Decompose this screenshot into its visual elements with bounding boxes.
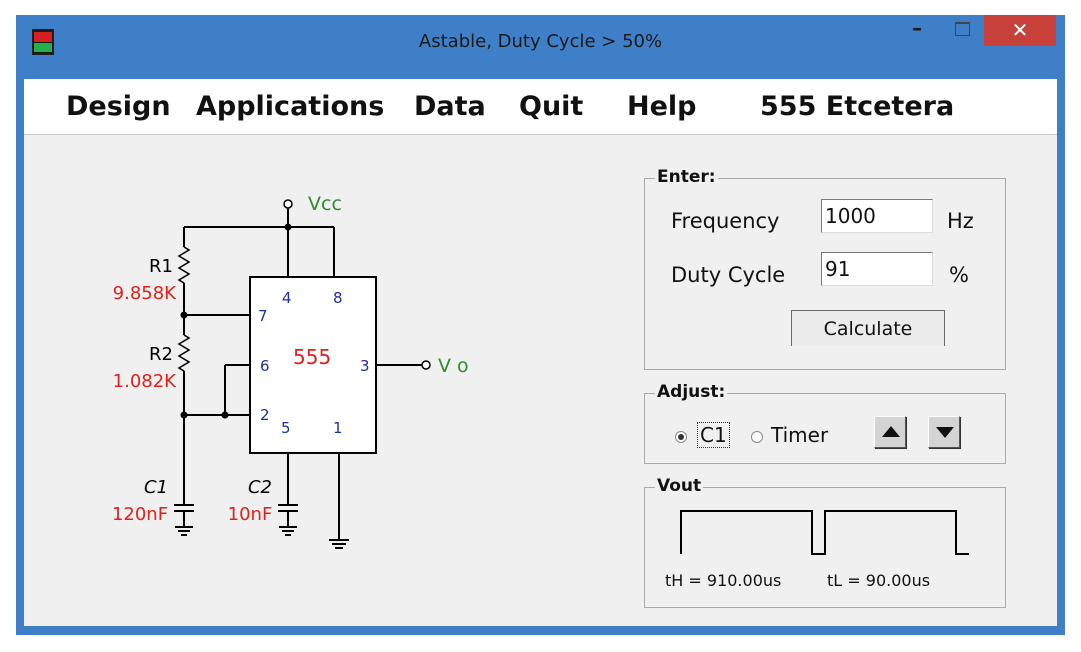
- adjust-group: Adjust: C1 Timer: [644, 382, 1006, 464]
- minimize-button[interactable]: –: [912, 16, 922, 40]
- duty-cycle-input[interactable]: [821, 252, 933, 286]
- up-arrow-icon: [882, 426, 900, 437]
- client-area: Vcc V o 555 4 8 7 6 2 3 5 1 R1 9.858K R2…: [24, 135, 1057, 626]
- maximize-button[interactable]: [942, 15, 982, 47]
- decrease-button[interactable]: [928, 416, 960, 448]
- frequency-unit: Hz: [947, 209, 974, 233]
- timer-radio-label[interactable]: Timer: [771, 423, 829, 447]
- menu-help[interactable]: Help: [627, 91, 697, 122]
- vo-terminal: [421, 360, 431, 370]
- adjust-group-title: Adjust:: [655, 382, 728, 402]
- menu-data[interactable]: Data: [414, 91, 486, 122]
- maximize-icon: [955, 22, 970, 36]
- title-bar[interactable]: Astable, Duty Cycle > 50% – ✕: [16, 15, 1065, 71]
- down-arrow-icon: [936, 427, 954, 438]
- enter-group-title: Enter:: [655, 167, 718, 187]
- th-value: tH = 910.00us: [665, 571, 781, 590]
- enter-group: Enter: Frequency Hz Duty Cycle %: [644, 167, 1006, 370]
- pin-7-label: 7: [258, 307, 268, 325]
- c1-value: 120nF: [112, 504, 168, 525]
- pin-8-label: 8: [333, 289, 343, 307]
- c2-value: 10nF: [228, 504, 273, 525]
- window-title: Astable, Duty Cycle > 50%: [418, 31, 663, 52]
- pin-1-label: 1: [333, 419, 343, 437]
- close-button[interactable]: ✕: [984, 15, 1056, 46]
- menu-brand: 555 Etcetera: [760, 91, 955, 122]
- duty-cycle-unit: %: [949, 263, 969, 287]
- menu-applications[interactable]: Applications: [196, 91, 385, 122]
- frequency-label: Frequency: [671, 209, 780, 233]
- c1-name: C1: [144, 477, 168, 498]
- app-window: Astable, Duty Cycle > 50% – ✕ Design App…: [16, 15, 1065, 635]
- vcc-label: Vcc: [308, 193, 342, 215]
- r1-value: 9.858K: [113, 283, 178, 304]
- increase-button[interactable]: [874, 416, 906, 448]
- chip-label: 555: [293, 345, 331, 369]
- c1-radio[interactable]: [675, 431, 687, 443]
- tl-value: tL = 90.00us: [827, 571, 930, 590]
- pin-6-label: 6: [260, 357, 270, 375]
- calculate-button[interactable]: Calculate: [791, 310, 945, 346]
- vout-group-title: Vout: [655, 476, 704, 496]
- pin-3-label: 3: [360, 357, 370, 375]
- duty-cycle-label: Duty Cycle: [671, 263, 786, 287]
- vout-group: Vout tH = 910.00us tL = 90.00us: [644, 476, 1006, 608]
- r2-name: R2: [149, 344, 173, 365]
- timer-radio[interactable]: [751, 431, 763, 443]
- c1-radio-label[interactable]: C1: [697, 422, 730, 448]
- pin-2-label: 2: [260, 406, 270, 424]
- pin-4-label: 4: [282, 289, 292, 307]
- vout-waveform: tH = 910.00us tL = 90.00us: [665, 510, 969, 590]
- menu-design[interactable]: Design: [66, 91, 171, 122]
- frequency-input[interactable]: [821, 199, 933, 233]
- menu-bar: Design Applications Data Quit Help 555 E…: [24, 79, 1057, 135]
- c2-name: C2: [248, 477, 272, 498]
- circuit-diagram: Vcc V o 555 4 8 7 6 2 3 5 1 R1 9.858K R2…: [112, 193, 469, 549]
- app-icon[interactable]: [32, 29, 54, 55]
- menu-quit[interactable]: Quit: [519, 91, 584, 122]
- r2-value: 1.082K: [113, 371, 178, 392]
- r1-name: R1: [149, 256, 173, 277]
- vo-label: V o: [438, 355, 469, 377]
- vcc-terminal: [283, 199, 293, 209]
- pin-5-label: 5: [281, 419, 291, 437]
- ic-555-body: [249, 276, 377, 454]
